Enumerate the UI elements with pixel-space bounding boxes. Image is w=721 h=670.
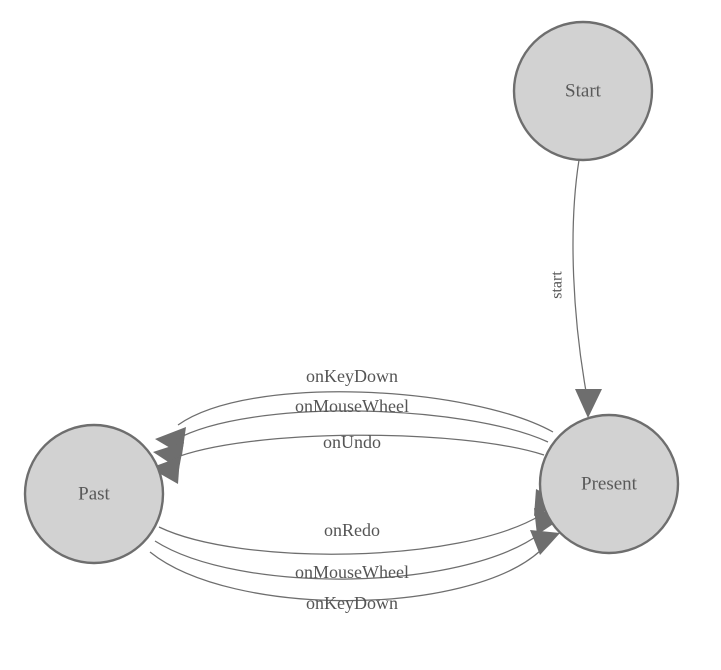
edge-label-start: start bbox=[549, 271, 566, 299]
edge-present-to-past-onundo-arrowhead bbox=[150, 457, 180, 484]
edge-start-to-present[interactable]: start bbox=[549, 159, 602, 418]
edge-past-to-present-onmousewheel-path bbox=[154, 532, 542, 580]
node-past[interactable]: Past bbox=[23, 423, 165, 565]
edge-present-to-past-onmousewheel-path bbox=[174, 410, 549, 443]
edge-past-to-present-onredo-path bbox=[158, 514, 542, 555]
edge-past-to-present-onmousewheel-arrowhead bbox=[534, 508, 562, 535]
edge-present-to-past-onundo[interactable] bbox=[150, 434, 545, 484]
edge-label-past-present-onredo: onRedo bbox=[324, 520, 380, 540]
node-past-circle bbox=[23, 423, 165, 565]
node-present-circle bbox=[538, 413, 680, 555]
node-present-label: Present bbox=[581, 473, 638, 494]
edge-present-to-past-onkeydown-path bbox=[177, 391, 554, 433]
edge-past-to-present-onkeydown[interactable] bbox=[149, 530, 560, 602]
edge-start-to-present-arrowhead bbox=[575, 389, 602, 418]
edge-present-to-past-onundo-path bbox=[171, 434, 545, 460]
edge-past-to-present-onkeydown-arrowhead bbox=[530, 530, 560, 555]
edge-label-present-past-onundo: onUndo bbox=[323, 432, 381, 452]
node-start-label: Start bbox=[565, 80, 602, 101]
edge-label-present-past-onmousewheel: onMouseWheel bbox=[295, 396, 409, 416]
node-start-circle bbox=[512, 20, 654, 162]
node-past-label: Past bbox=[78, 483, 110, 504]
node-start[interactable]: Start bbox=[512, 20, 654, 162]
edge-label-past-present-onmousewheel: onMouseWheel bbox=[295, 562, 409, 582]
edge-past-to-present-onmousewheel[interactable] bbox=[154, 508, 562, 580]
edge-label-past-present-onkeydown: onKeyDown bbox=[306, 593, 398, 613]
edge-past-to-present-onkeydown-path bbox=[149, 550, 541, 602]
edge-start-to-present-path bbox=[572, 159, 588, 398]
edge-label-present-past-onkeydown: onKeyDown bbox=[306, 366, 398, 386]
node-present[interactable]: Present bbox=[538, 413, 680, 555]
